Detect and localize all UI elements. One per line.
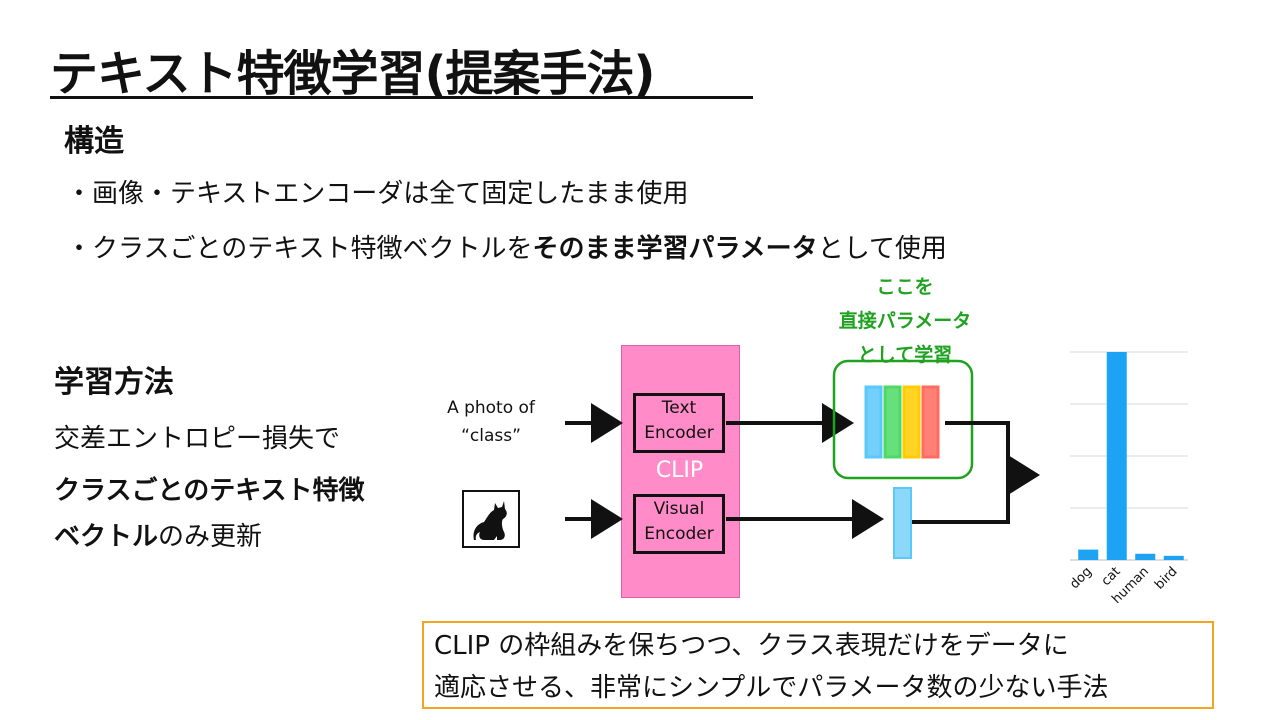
text-encoder-line-2: Encoder	[644, 423, 714, 443]
learning-line-2-bold: クラスごとのテキスト特徴	[54, 476, 365, 506]
title-underline	[50, 96, 753, 99]
text-encoder-box: Text Encoder	[633, 393, 725, 453]
page-title: テキスト特徴学習(提案手法)	[50, 46, 655, 102]
visual-encoder-line-1: Visual	[653, 499, 705, 519]
prompt-line-1: A photo of	[447, 398, 535, 418]
visual-encoder-box: Visual Encoder	[633, 494, 725, 554]
clip-block	[621, 345, 740, 598]
chart-bar-human	[1135, 553, 1156, 560]
chart-tick-label: bird	[1152, 564, 1180, 592]
clip-label: CLIP	[655, 458, 704, 483]
structure-heading: 構造	[64, 124, 124, 159]
visual-feature-vector	[893, 487, 912, 559]
cat-silhouette-icon	[473, 501, 507, 540]
bullet-2-text: ・クラスごとのテキスト特徴ベクトルを	[66, 234, 533, 264]
chart-bar-bird	[1163, 555, 1184, 560]
visual-connector	[912, 475, 1010, 524]
text-connector	[945, 421, 1010, 475]
annotation-line-2: 直接パラメータ	[838, 310, 972, 332]
structure-bullet-1: ・画像・テキストエンコーダは全て固定したまま使用	[66, 179, 689, 209]
prompt-line-2: “class”	[461, 426, 521, 446]
learning-line-1: 交差エントロピー損失で	[54, 424, 341, 454]
text-feature-bar	[883, 385, 902, 459]
learning-heading: 学習方法	[54, 365, 174, 400]
learning-line-3-bold: ベクトル	[54, 522, 159, 552]
text-feature-vectors	[864, 385, 940, 459]
learnable-parameter-frame	[832, 359, 974, 480]
learning-line-2: クラスごとのテキスト特徴	[54, 470, 364, 507]
learning-line-3: ベクトルのみ更新	[54, 516, 262, 553]
text-feature-bar	[921, 385, 940, 459]
chart-bar-dog	[1078, 549, 1099, 560]
text-feature-bar	[864, 385, 883, 459]
chart-tick-label: dog	[1067, 564, 1095, 592]
text-feature-bar	[902, 385, 921, 459]
summary-box: CLIP の枠組みを保ちつつ、クラス表現だけをデータに 適応させる、非常にシンプ…	[422, 621, 1214, 709]
summary-line-1: CLIP の枠組みを保ちつつ、クラス表現だけをデータに	[434, 631, 1069, 661]
visual-encoder-line-2: Encoder	[644, 524, 714, 544]
bullet-2-tail: として使用	[817, 234, 947, 264]
summary-line-2: 適応させる、非常にシンプルでパラメータ数の少ない手法	[434, 673, 1109, 703]
learning-line-3-rest: のみ更新	[158, 522, 263, 552]
structure-bullet-2: ・クラスごとのテキスト特徴ベクトルをそのまま学習パラメータとして使用	[66, 228, 947, 265]
bullet-2-emphasis: そのまま学習パラメータ	[532, 234, 818, 264]
cat-image	[462, 490, 520, 548]
text-encoder-line-1: Text	[661, 398, 697, 418]
chart-bar-cat	[1106, 352, 1127, 560]
annotation-line-1: ここを	[876, 276, 934, 298]
